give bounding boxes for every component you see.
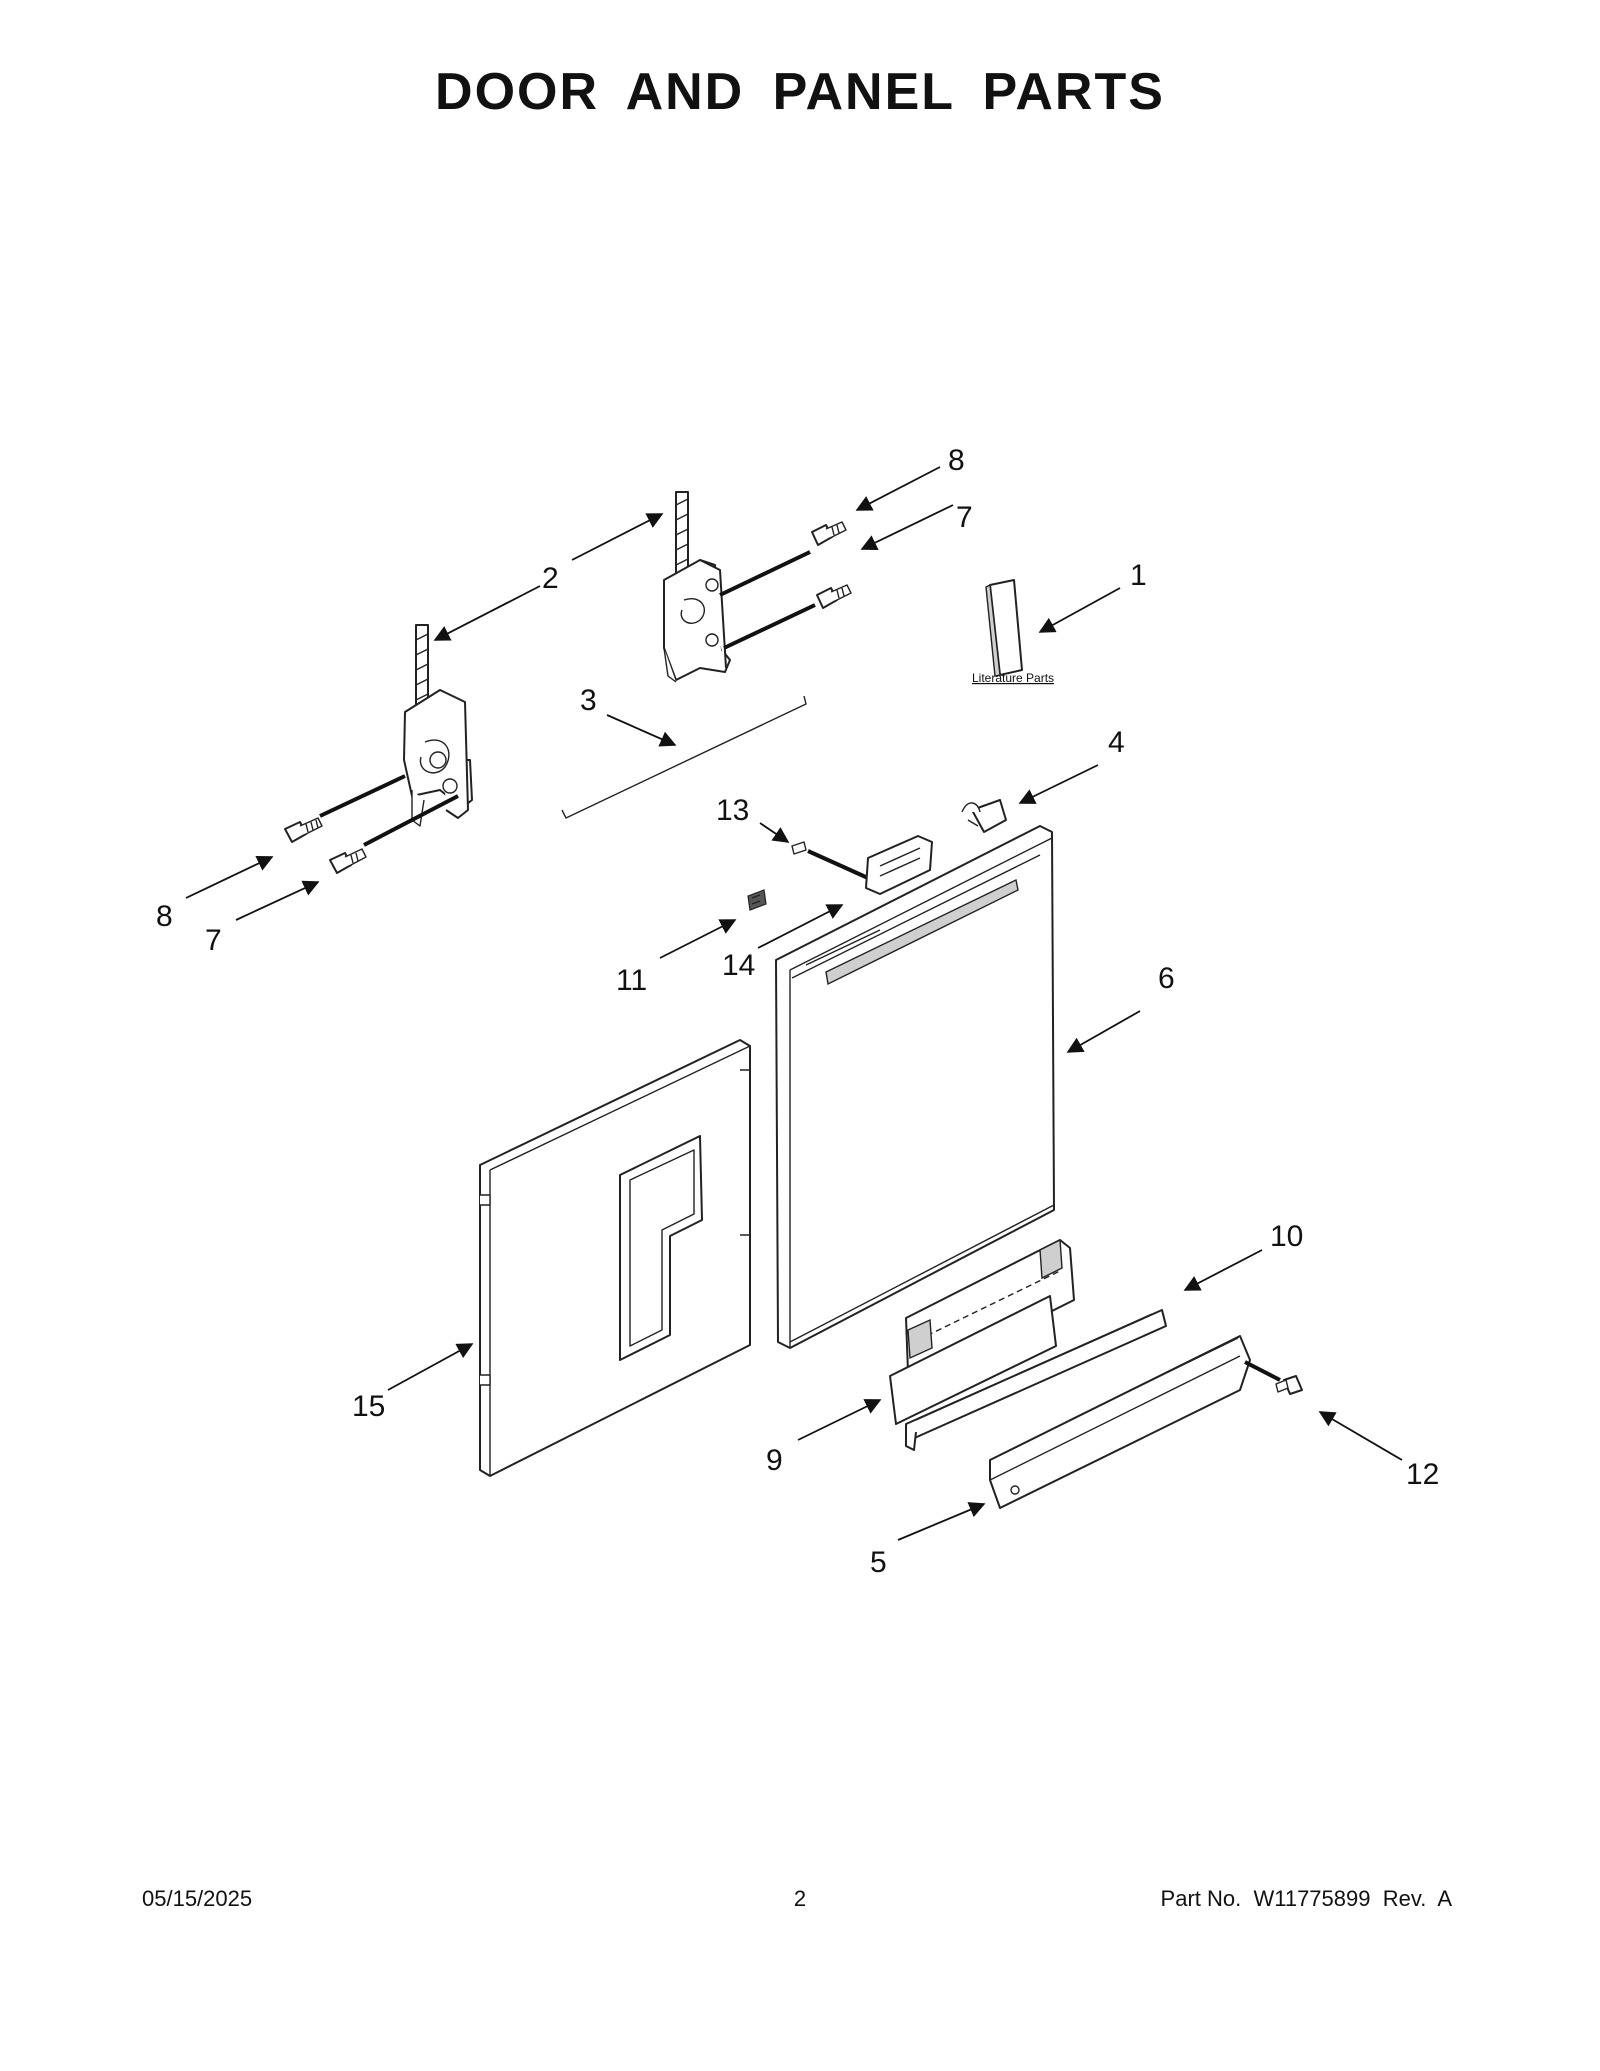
- leader-15: [387, 1343, 474, 1391]
- footer-page-number: 2: [793, 1886, 807, 1911]
- leader-2a: [433, 585, 541, 641]
- bracket-part-4: [961, 799, 1007, 833]
- screw-7-left: [329, 848, 367, 874]
- page-title: DOOR AND PANEL PARTS: [435, 63, 1165, 121]
- literature-parts-booklet: Literature Parts: [972, 579, 1054, 685]
- inner-panel-part-15: [479, 1039, 751, 1477]
- leader-6: [1066, 1010, 1141, 1053]
- leader-10: [1183, 1249, 1263, 1291]
- leader-7a: [860, 504, 954, 550]
- callout-13: 13: [716, 794, 749, 827]
- footer-part-number: Part No. W11775899 Rev. A: [1160, 1886, 1452, 1911]
- callout-14: 14: [722, 949, 755, 982]
- footer-date: 05/15/2025: [142, 1886, 253, 1911]
- leader-4: [1018, 764, 1099, 804]
- callout-4: 4: [1108, 726, 1125, 759]
- insulation-part-9: [889, 1238, 1075, 1425]
- hinge-right-part: [663, 491, 731, 683]
- callout-15: 15: [352, 1390, 385, 1423]
- callout-3: 3: [580, 684, 597, 717]
- leader-14: [757, 904, 844, 949]
- callout-5: 5: [870, 1546, 887, 1579]
- leader-8b: [185, 855, 274, 899]
- leader-7b: [235, 880, 320, 921]
- callout-10: 10: [1270, 1220, 1303, 1253]
- leader-9: [797, 1399, 882, 1441]
- callout-9: 9: [766, 1444, 783, 1477]
- rod-part: [561, 695, 807, 819]
- callout-2: 2: [542, 562, 559, 595]
- clip-part-11: [747, 889, 767, 911]
- leader-2b: [571, 513, 664, 561]
- callout-12: 12: [1406, 1458, 1439, 1491]
- callout-7-left: 7: [205, 924, 222, 957]
- leader-5: [897, 1502, 986, 1541]
- leader-1: [1038, 587, 1121, 633]
- trim-strip-part-10: [905, 1309, 1167, 1451]
- toe-panel-part-5: [989, 1335, 1251, 1509]
- hinge-left-part: [403, 624, 473, 827]
- door-panel-part-6: [775, 825, 1055, 1349]
- leader-3: [606, 714, 677, 747]
- callout-8-right: 8: [948, 444, 965, 477]
- leader-8a: [855, 466, 941, 511]
- literature-parts-label: Literature Parts: [972, 671, 1054, 685]
- callout-7-right: 7: [956, 501, 973, 534]
- screw-13: [791, 841, 807, 855]
- callout-8-left: 8: [156, 900, 173, 933]
- screw-12: [1275, 1375, 1303, 1395]
- screw-8-left: [284, 817, 323, 843]
- callout-11: 11: [616, 964, 647, 997]
- bracket-part-14: [865, 835, 933, 895]
- leader-12: [1318, 1411, 1403, 1461]
- leader-13: [759, 822, 790, 843]
- callout-1: 1: [1130, 559, 1147, 592]
- screw-8-right: [811, 521, 847, 546]
- leader-11: [659, 919, 737, 959]
- screw-7-right: [816, 584, 852, 609]
- callout-6: 6: [1158, 962, 1175, 995]
